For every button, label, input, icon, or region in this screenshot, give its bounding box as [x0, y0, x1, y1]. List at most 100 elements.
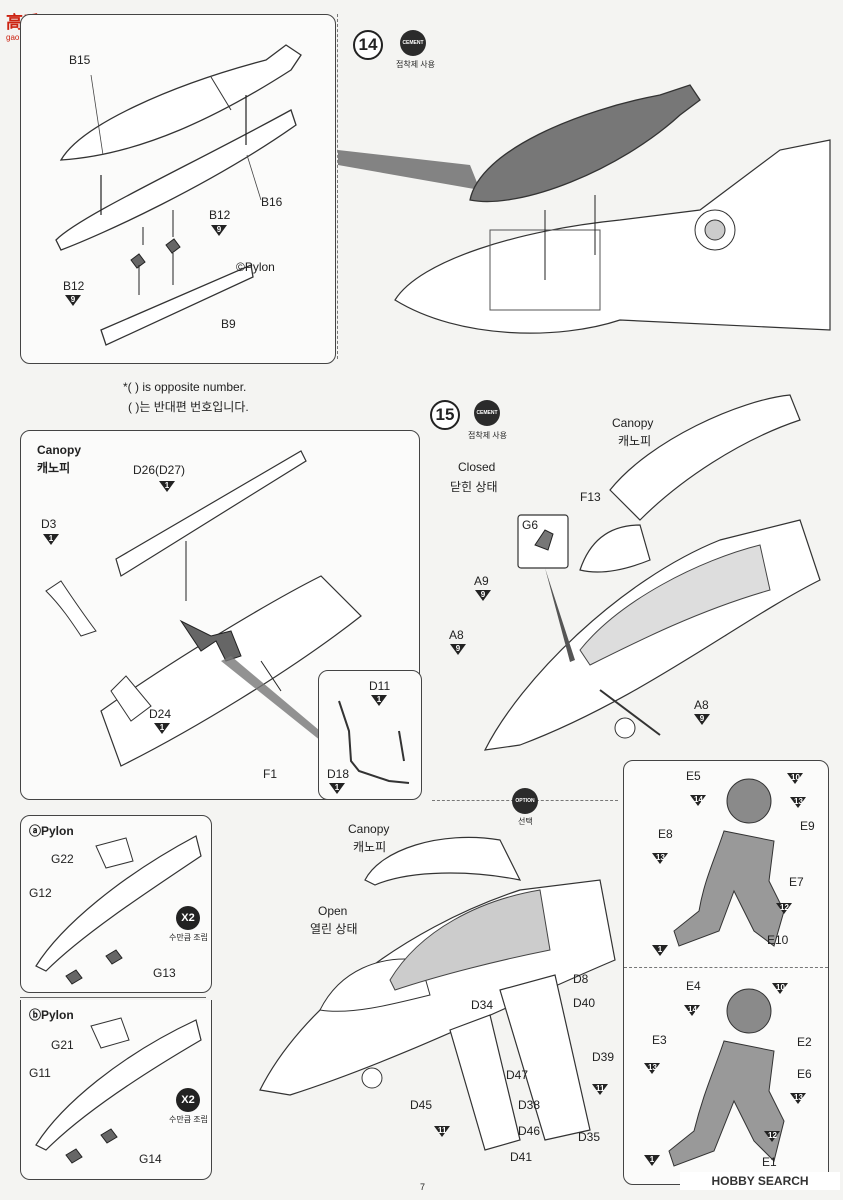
part-label-d18: D18	[327, 767, 350, 781]
part-label-d40: D40	[573, 996, 596, 1010]
part-label-d38: D38	[518, 1098, 541, 1112]
inset-d11-d18: D11 1 D18 1	[318, 670, 422, 800]
step14-number: 14	[353, 30, 383, 60]
x2-note-b: 수만큼 조립	[169, 1115, 209, 1124]
part-label-d35: D35	[578, 1130, 601, 1144]
part-label-d26: D26(D27)	[133, 463, 186, 477]
pylon-label-c: ©Pylon	[236, 260, 275, 274]
pylon-a-title: ⓐPylon	[29, 824, 74, 838]
part-label-d45: D45	[410, 1098, 433, 1112]
part-label-d41: D41	[510, 1150, 533, 1164]
marker-10-p1: 10	[787, 773, 803, 784]
marker-12-p1: 12	[776, 903, 792, 914]
part-label-a8-left: A8	[449, 628, 464, 642]
closed-label-kr: 닫힌 상태	[450, 480, 498, 494]
part-label-g21: G21	[51, 1038, 74, 1052]
part-label-a8-right: A8	[694, 698, 709, 712]
part-label-b9: B9	[221, 317, 236, 331]
marker-10-p2: 10	[772, 983, 788, 994]
marker-1-d26: 1	[159, 481, 175, 492]
watermark-bottom-text: HOBBY SEARCH	[711, 1174, 809, 1188]
marker-9-right: 9	[211, 225, 227, 236]
watermark-hobby-search: HOBBY SEARCH	[680, 1172, 840, 1190]
part-label-e9: E9	[800, 819, 815, 833]
marker-1-d24: 1	[154, 723, 170, 734]
part-label-b12-left: B12	[63, 279, 85, 293]
page-number: 7	[420, 1182, 426, 1192]
part-label-e4: E4	[686, 979, 701, 993]
part-label-e10: E10	[767, 933, 789, 947]
marker-9-left: 9	[65, 295, 81, 306]
marker-1-d11: 1	[371, 695, 387, 706]
open-label-kr: 열린 상태	[310, 922, 358, 936]
part-label-b15: B15	[69, 53, 91, 67]
part-label-f13: F13	[580, 490, 601, 504]
part-label-d47: D47	[506, 1068, 529, 1082]
part-label-e1: E1	[762, 1155, 777, 1169]
open-label-en: Open	[318, 904, 348, 918]
part-label-d8: D8	[573, 972, 589, 986]
part-label-g12: G12	[29, 886, 52, 900]
marker-11-right: 11	[592, 1084, 608, 1095]
opposite-note-en: *( ) is opposite number.	[123, 380, 247, 394]
part-label-g14: G14	[139, 1152, 162, 1166]
inset-drawing	[338, 700, 410, 784]
part-label-b16: B16	[261, 195, 283, 209]
part-label-e6: E6	[797, 1067, 812, 1081]
canopy-drawing	[45, 450, 362, 767]
x2-icon-b: X2	[176, 1088, 200, 1112]
step14-border	[337, 14, 338, 359]
canopy-title-en: Canopy	[37, 443, 82, 457]
marker-1-p1: 1	[652, 945, 668, 956]
marker-13a-p2: 13	[644, 1063, 660, 1074]
panel-pilots: E5 10 14 13 E9 E8 13 E7 12 E10 1 E4 10 1…	[623, 760, 829, 1185]
step15-cement-icon: CEMENT	[474, 400, 500, 426]
marker-1-p2: 1	[644, 1155, 660, 1166]
option-note: 선택	[518, 817, 533, 826]
pylon-b-drawing	[35, 1017, 202, 1164]
marker-13b-p1: 13	[652, 853, 668, 864]
marker-9-a8-right: 9	[694, 714, 710, 725]
panel-pylon-b: ⓑPylon G21 G11 G14 X2 수만큼 조립	[20, 1000, 212, 1180]
panel-drop-tank: B15 B16 B12 9 B12 9 B9 ©Pylon	[20, 14, 336, 364]
marker-9-a8-left: 9	[450, 644, 466, 655]
part-label-d24: D24	[149, 707, 172, 721]
part-label-e8: E8	[658, 827, 673, 841]
marker-9-a9: 9	[475, 590, 491, 601]
canopy-title-kr: 캐노피	[37, 461, 71, 475]
part-label-f1: F1	[263, 767, 278, 781]
open-canopy-kr: 캐노피	[353, 840, 387, 854]
marker-14-p2: 14	[684, 1005, 700, 1016]
marker-13a-p1: 13	[790, 797, 806, 808]
part-label-d46: D46	[518, 1124, 541, 1138]
option-icon: OPTION	[512, 788, 538, 814]
part-label-b12-right: B12	[209, 208, 231, 222]
pilot-divider	[624, 967, 828, 968]
pilot-drawing	[668, 778, 785, 1167]
part-label-e7: E7	[789, 875, 804, 889]
marker-1-d3: 1	[43, 534, 59, 545]
pylon-b-title: ⓑPylon	[29, 1008, 74, 1022]
step14-cement-icon: CEMENT	[400, 30, 426, 56]
step14-cement-note: 접착제 사용	[396, 60, 436, 69]
part-label-d34: D34	[471, 998, 494, 1012]
step15-number: 15	[430, 400, 460, 430]
part-label-d39: D39	[592, 1050, 615, 1064]
marker-11-left: 11	[434, 1126, 450, 1137]
panel-pylon-a: ⓐPylon G22 G12 G13 X2 수만큼 조립	[20, 815, 212, 993]
marker-13b-p2: 13	[790, 1093, 806, 1104]
step15-cement-note: 접착제 사용	[468, 431, 508, 440]
part-label-d3: D3	[41, 517, 57, 531]
marker-12-p2: 12	[764, 1131, 780, 1142]
part-label-g11: G11	[29, 1066, 51, 1080]
part-label-g6: G6	[522, 518, 539, 532]
pylon-divider	[20, 997, 206, 998]
part-label-e5: E5	[686, 769, 701, 783]
pylon-a-drawing	[35, 835, 202, 985]
x2-note-a: 수만큼 조립	[169, 933, 209, 942]
part-label-a9: A9	[474, 574, 489, 588]
step15-canopy-en: Canopy	[612, 416, 654, 430]
opposite-note-kr: ( )는 반대편 번호입니다.	[128, 400, 249, 414]
part-label-e3: E3	[652, 1033, 667, 1047]
part-label-g22: G22	[51, 852, 74, 866]
